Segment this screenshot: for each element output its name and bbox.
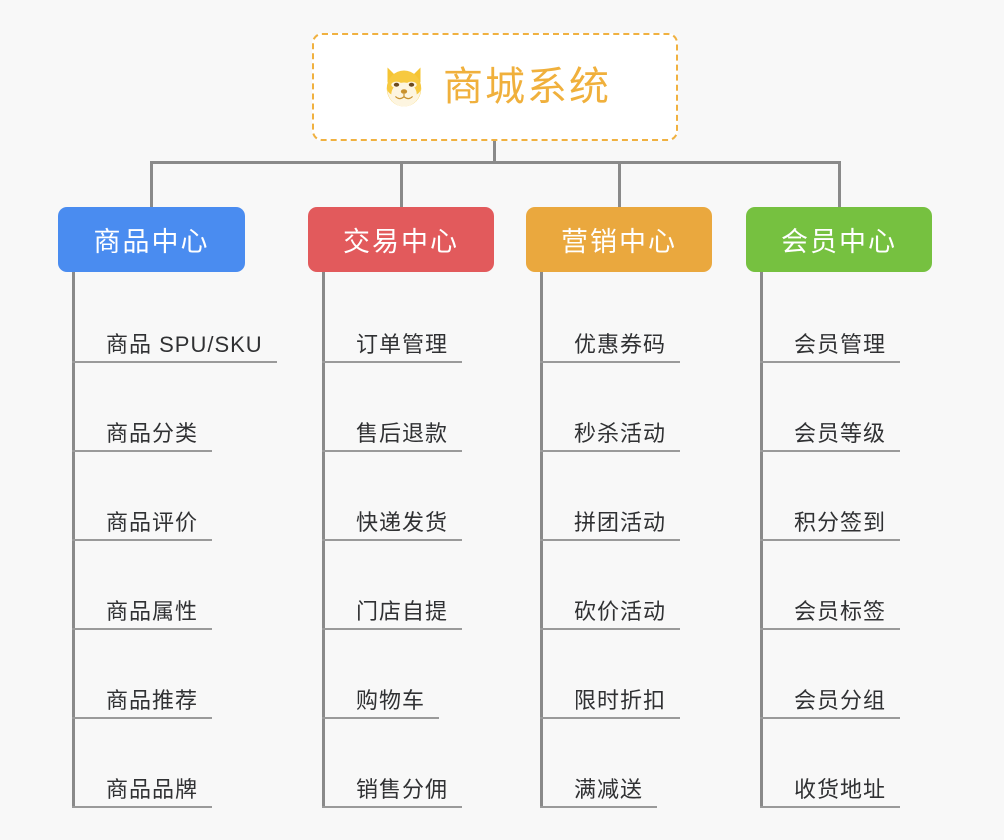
branch-item[interactable]: 购物车 xyxy=(322,630,494,719)
branch-item[interactable]: 会员管理 xyxy=(760,274,932,363)
branch-item[interactable]: 收货地址 xyxy=(760,719,932,808)
branch-column-1: 商品中心 商品 SPU/SKU 商品分类 商品评价 商品属性 xyxy=(58,207,277,808)
branch-item-label: 商品评价 xyxy=(106,509,199,535)
branch-items-3: 优惠券码 秒杀活动 拼团活动 砍价活动 限时折扣 xyxy=(526,272,712,808)
branch-item[interactable]: 门店自提 xyxy=(322,541,494,630)
branch-item[interactable]: 积分签到 xyxy=(760,452,932,541)
branch-column-3: 营销中心 优惠券码 秒杀活动 拼团活动 砍价活动 xyxy=(526,207,712,808)
leaf-underline xyxy=(760,806,900,808)
leaf-underline xyxy=(72,361,277,363)
leaf-underline xyxy=(322,628,462,630)
leaf-underline xyxy=(72,628,212,630)
branch-header-label-4: 会员中心 xyxy=(781,227,897,257)
leaf-underline xyxy=(540,450,680,452)
branch-item-label: 砍价活动 xyxy=(574,598,667,624)
branch-items-2: 订单管理 售后退款 快递发货 门店自提 购物车 xyxy=(308,272,494,808)
branch-item-label: 门店自提 xyxy=(356,598,449,624)
branch-item-label: 积分签到 xyxy=(794,509,887,535)
branch-item-label: 秒杀活动 xyxy=(574,420,667,446)
branch-item-label: 销售分佣 xyxy=(356,776,449,802)
branch-item[interactable]: 商品品牌 xyxy=(72,719,277,808)
branch-item-label: 会员分组 xyxy=(794,687,887,713)
branch-item[interactable]: 会员等级 xyxy=(760,363,932,452)
branch-item-label: 快递发货 xyxy=(356,509,449,535)
branch-item-label: 拼团活动 xyxy=(574,509,667,535)
branch-item-label: 商品属性 xyxy=(106,598,199,624)
leaf-underline xyxy=(322,361,462,363)
branch-item[interactable]: 限时折扣 xyxy=(540,630,712,719)
branch-item[interactable]: 拼团活动 xyxy=(540,452,712,541)
leaf-underline xyxy=(760,450,900,452)
branch-item-label: 商品分类 xyxy=(106,420,199,446)
branch-header-3[interactable]: 营销中心 xyxy=(526,207,712,272)
connector-root-stem xyxy=(493,141,496,163)
leaf-underline xyxy=(760,717,900,719)
branch-item[interactable]: 秒杀活动 xyxy=(540,363,712,452)
root-node[interactable]: 商城系统 xyxy=(312,33,678,141)
leaf-underline xyxy=(72,717,212,719)
branch-column-2: 交易中心 订单管理 售后退款 快递发货 门店自提 xyxy=(308,207,494,808)
branch-item-label: 优惠券码 xyxy=(574,331,667,357)
branch-item[interactable]: 优惠券码 xyxy=(540,274,712,363)
branch-header-label-3: 营销中心 xyxy=(561,227,677,257)
leaf-underline xyxy=(540,806,657,808)
branch-item-label: 限时折扣 xyxy=(574,687,667,713)
branch-item[interactable]: 会员分组 xyxy=(760,630,932,719)
branch-column-4: 会员中心 会员管理 会员等级 积分签到 会员标签 xyxy=(746,207,932,808)
connector-horizontal-bus xyxy=(150,161,841,164)
leaf-underline xyxy=(540,628,680,630)
connector-drop-3 xyxy=(618,161,621,207)
branch-items-4: 会员管理 会员等级 积分签到 会员标签 会员分组 xyxy=(746,272,932,808)
branch-item-label: 购物车 xyxy=(356,687,426,713)
branch-item-label: 会员标签 xyxy=(794,598,887,624)
leaf-underline xyxy=(540,717,680,719)
branch-item-label: 满减送 xyxy=(574,776,644,802)
leaf-underline xyxy=(72,539,212,541)
branch-header-2[interactable]: 交易中心 xyxy=(308,207,494,272)
connector-drop-1 xyxy=(150,161,153,207)
branch-item[interactable]: 砍价活动 xyxy=(540,541,712,630)
leaf-underline xyxy=(322,806,462,808)
shiba-dog-icon xyxy=(379,63,429,111)
leaf-underline xyxy=(760,361,900,363)
branch-item[interactable]: 商品推荐 xyxy=(72,630,277,719)
branch-item-label: 订单管理 xyxy=(356,331,449,357)
branch-header-1[interactable]: 商品中心 xyxy=(58,207,245,272)
branch-item[interactable]: 满减送 xyxy=(540,719,712,808)
leaf-underline xyxy=(72,450,212,452)
branch-header-label-1: 商品中心 xyxy=(93,227,210,257)
branch-item[interactable]: 订单管理 xyxy=(322,274,494,363)
branch-item-label: 商品 SPU/SKU xyxy=(106,331,263,357)
leaf-underline xyxy=(540,539,680,541)
branch-item[interactable]: 商品分类 xyxy=(72,363,277,452)
branch-item[interactable]: 商品评价 xyxy=(72,452,277,541)
branch-items-1: 商品 SPU/SKU 商品分类 商品评价 商品属性 商品推荐 xyxy=(58,272,277,808)
leaf-underline xyxy=(72,806,212,808)
branch-item-label: 售后退款 xyxy=(356,420,449,446)
branch-item[interactable]: 商品属性 xyxy=(72,541,277,630)
root-title: 商城系统 xyxy=(443,65,611,109)
branch-header-label-2: 交易中心 xyxy=(343,227,459,257)
branch-item[interactable]: 快递发货 xyxy=(322,452,494,541)
branch-item-label: 商品推荐 xyxy=(106,687,199,713)
leaf-underline xyxy=(322,450,462,452)
branch-item-label: 会员等级 xyxy=(794,420,887,446)
leaf-underline xyxy=(322,717,439,719)
branch-header-4[interactable]: 会员中心 xyxy=(746,207,932,272)
leaf-underline xyxy=(322,539,462,541)
branch-item-label: 商品品牌 xyxy=(106,776,199,802)
leaf-underline xyxy=(540,361,680,363)
branch-item[interactable]: 商品 SPU/SKU xyxy=(72,274,277,363)
branch-item-label: 收货地址 xyxy=(794,776,887,802)
branch-item[interactable]: 销售分佣 xyxy=(322,719,494,808)
branch-item-label: 会员管理 xyxy=(794,331,887,357)
branch-item[interactable]: 会员标签 xyxy=(760,541,932,630)
connector-drop-4 xyxy=(838,161,841,207)
branch-item[interactable]: 售后退款 xyxy=(322,363,494,452)
leaf-underline xyxy=(760,539,900,541)
leaf-underline xyxy=(760,628,900,630)
connector-drop-2 xyxy=(400,161,403,207)
